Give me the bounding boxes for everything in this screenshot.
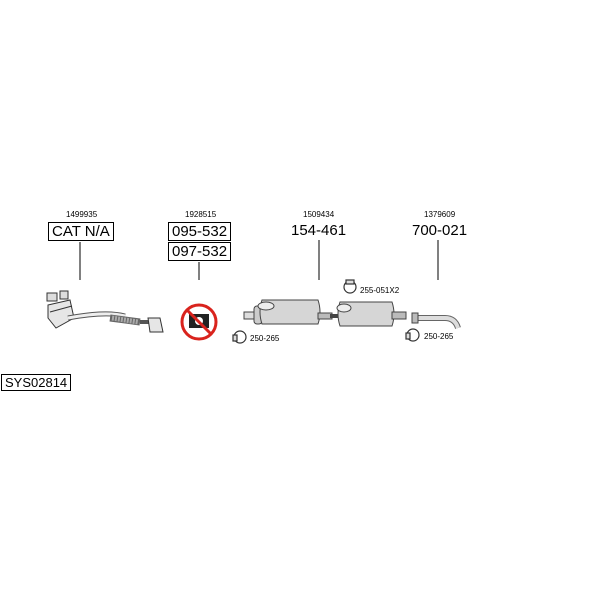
- middle-silencer-drawing: [243, 299, 333, 325]
- part-code-700-021[interactable]: 700-021: [412, 222, 468, 239]
- part-code-154-461[interactable]: 154-461: [291, 222, 347, 239]
- tailpipe-drawing: [411, 312, 461, 330]
- catalytic-converter-drawing: [46, 290, 164, 333]
- clamp-label-2: 255-051X2: [360, 286, 400, 295]
- ref-number-1499935: 1499935: [66, 210, 98, 219]
- leader-lines: [79, 240, 439, 280]
- ref-number-1928515: 1928515: [185, 210, 217, 219]
- clamp-label-1: 250-265: [250, 334, 280, 343]
- clamp-icon-2: [343, 279, 357, 294]
- part-code-097-532[interactable]: 097-532: [168, 242, 232, 261]
- rear-silencer-drawing: [330, 301, 407, 327]
- clamp-icon-3: [405, 328, 420, 342]
- no-symbol-icon: [180, 303, 218, 341]
- part-code-095-532[interactable]: 095-532: [168, 222, 232, 241]
- part-code-cat[interactable]: CAT N/A: [48, 222, 114, 241]
- ref-number-1379609: 1379609: [424, 210, 456, 219]
- clamp-icon-1: [232, 330, 247, 344]
- ref-number-1509434: 1509434: [303, 210, 335, 219]
- clamp-label-3: 250-265: [424, 332, 454, 341]
- system-code: SYS02814: [1, 374, 72, 391]
